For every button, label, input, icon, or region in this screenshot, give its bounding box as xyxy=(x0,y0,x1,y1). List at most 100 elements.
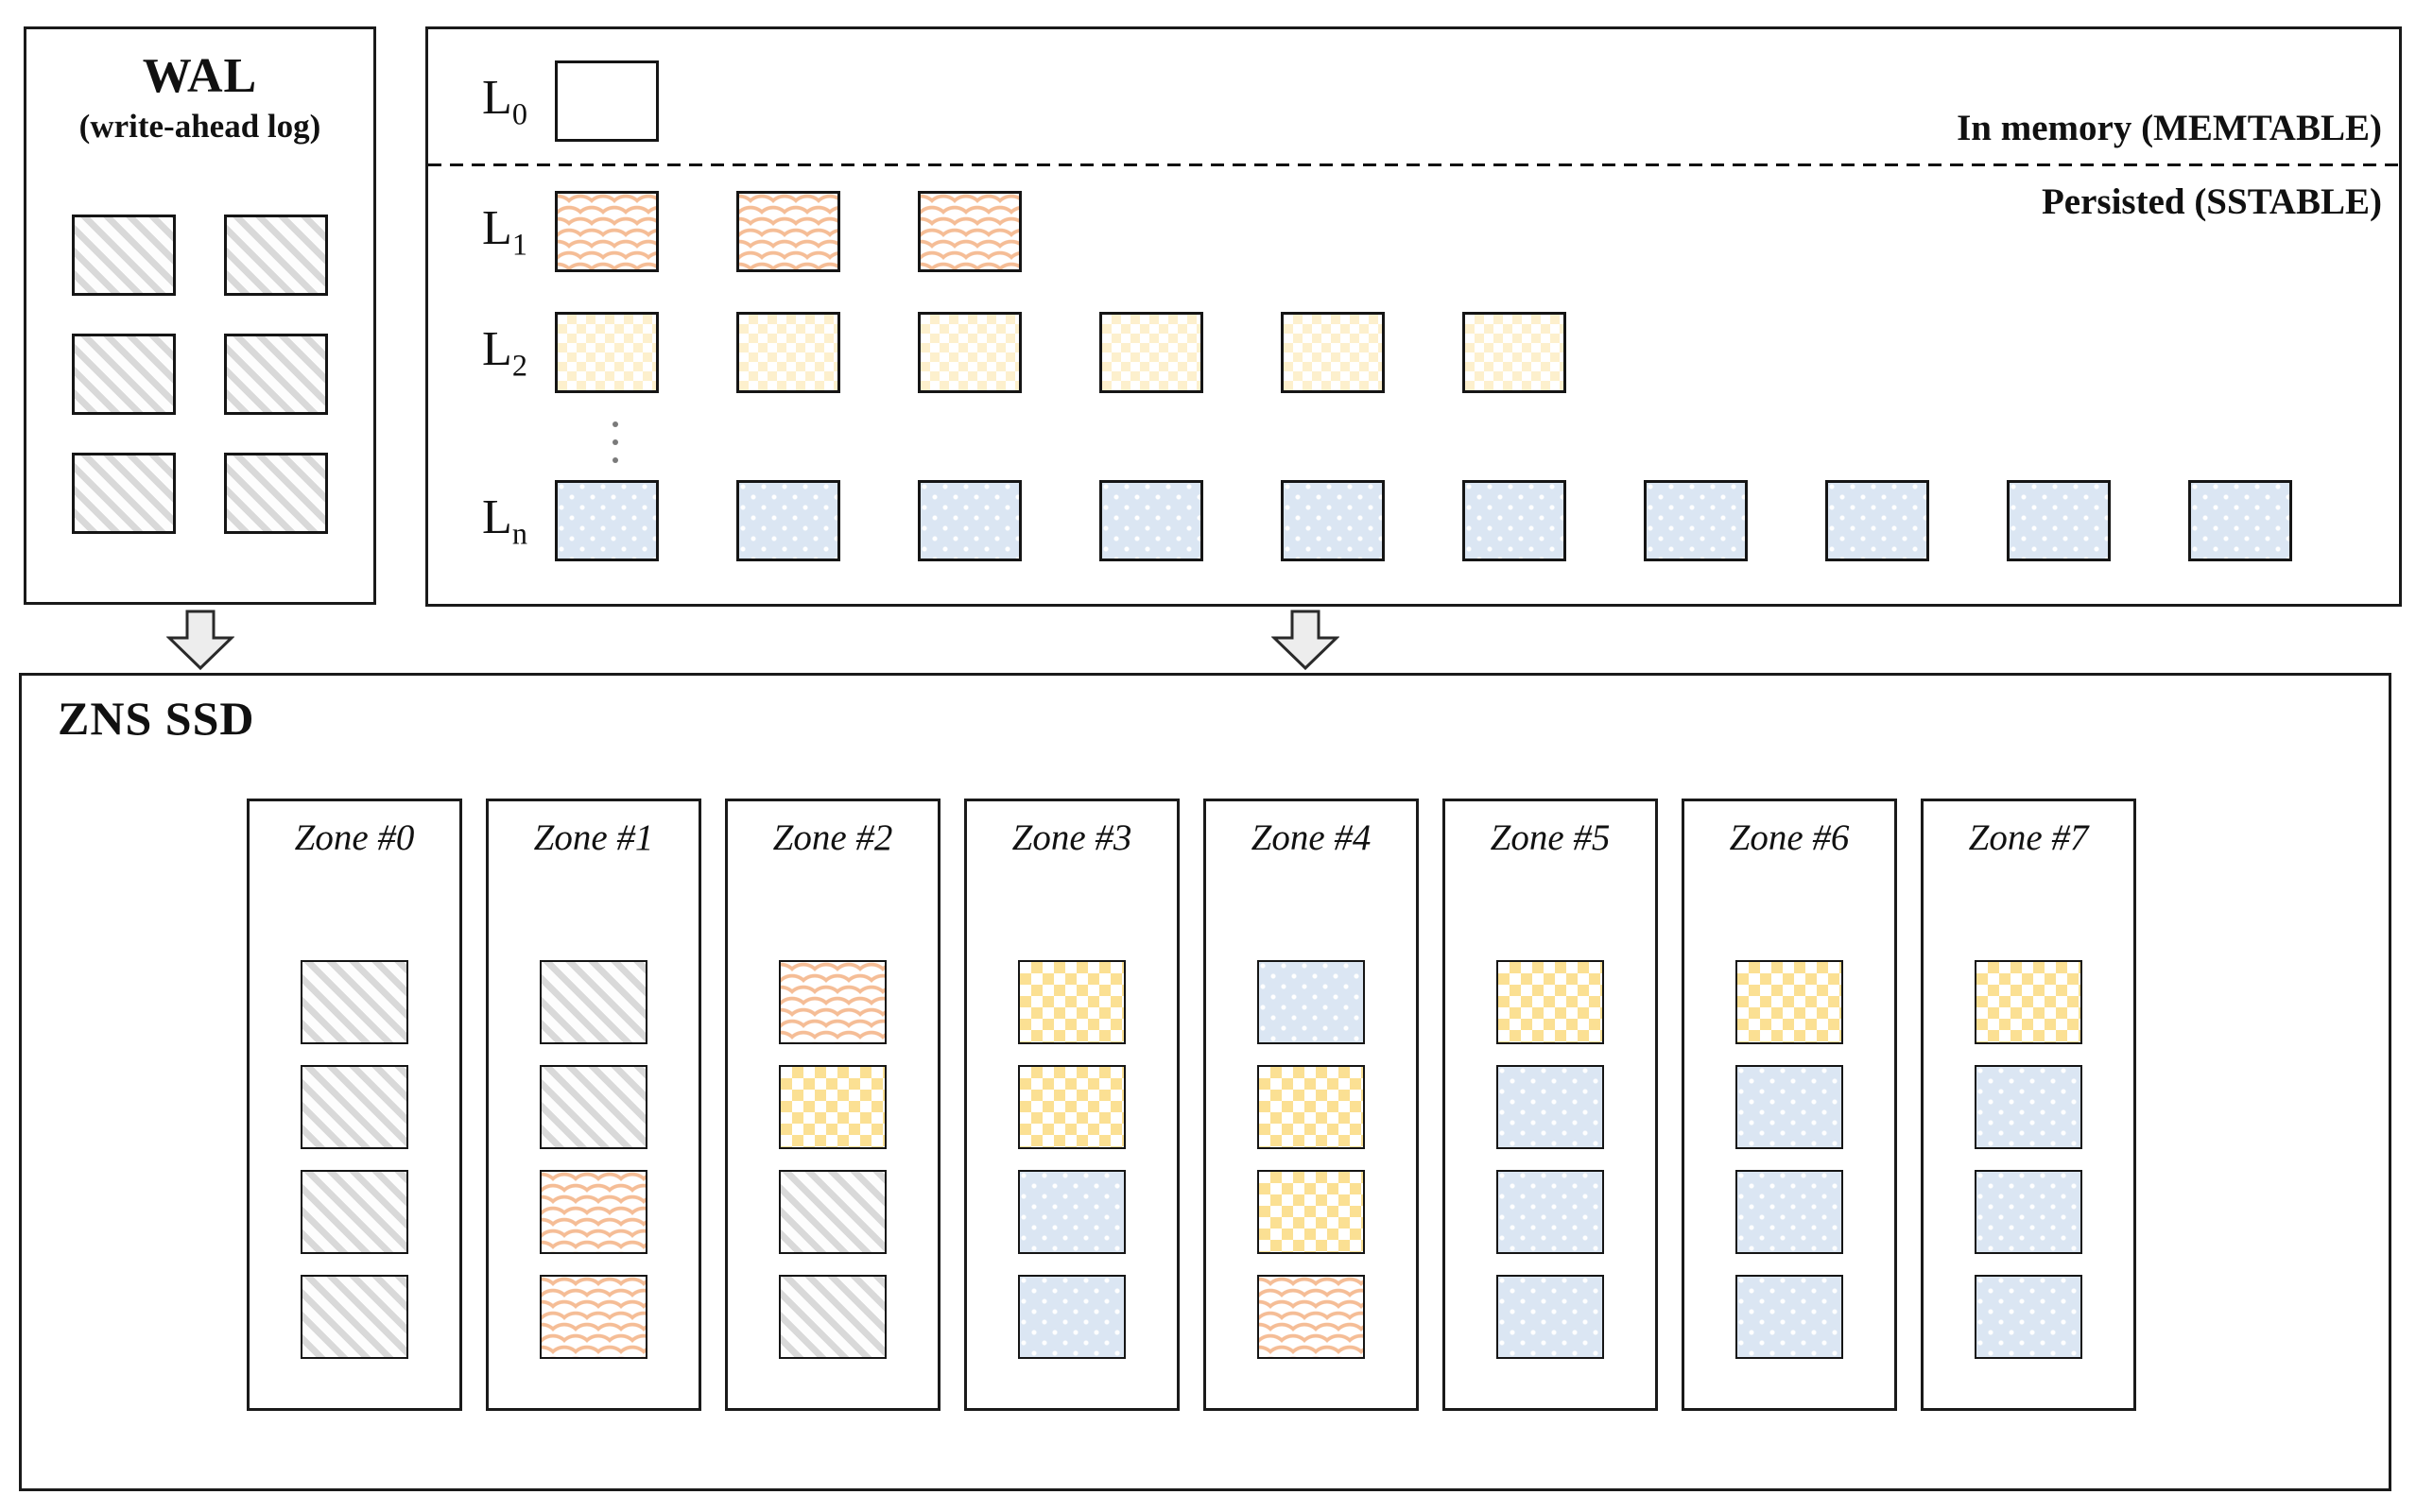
zone-block xyxy=(1018,1170,1126,1254)
zone-block xyxy=(1975,1170,2082,1254)
zone-column: Zone #7 xyxy=(1921,799,2136,1411)
sstable-block xyxy=(1462,312,1566,393)
zone-block xyxy=(1018,1065,1126,1149)
zone-block xyxy=(301,1170,408,1254)
zone-block xyxy=(1735,1065,1843,1149)
wal-log-block xyxy=(72,215,176,296)
memory-persisted-divider xyxy=(428,163,2399,166)
level-label: Ln xyxy=(482,490,527,551)
level-sstables xyxy=(555,480,2292,561)
zone-block xyxy=(1975,960,2082,1044)
zone-block xyxy=(540,1275,647,1359)
zone-block xyxy=(1735,960,1843,1044)
zone-title: Zone #7 xyxy=(1968,817,2089,858)
zone-block xyxy=(779,960,887,1044)
wal-to-zns-arrow-icon xyxy=(166,610,234,671)
sstable-block xyxy=(2007,480,2111,561)
zones-container: Zone #0 Zone #1 Zone #2 Zone #3 Zone #4 Zone … xyxy=(247,799,2136,1411)
zone-block xyxy=(1496,960,1604,1044)
zone-title: Zone #0 xyxy=(294,817,415,858)
zone-block xyxy=(301,1065,408,1149)
zone-block xyxy=(1496,1065,1604,1149)
sstable-block xyxy=(918,191,1022,272)
zone-blocks xyxy=(1924,960,2133,1359)
in-memory-label: In memory (MEMTABLE) xyxy=(1957,108,2382,148)
sstable-block xyxy=(736,312,840,393)
wal-log-block xyxy=(72,334,176,415)
zone-column: Zone #6 xyxy=(1682,799,1897,1411)
zone-block xyxy=(1975,1275,2082,1359)
zone-block xyxy=(1257,1065,1365,1149)
sstable-block xyxy=(1281,312,1385,393)
zns-ssd-title: ZNS SSD xyxy=(58,692,255,745)
wal-box: WAL (write-ahead log) xyxy=(24,26,376,605)
wal-log-block xyxy=(72,453,176,534)
wal-subtitle: (write-ahead log) xyxy=(78,108,321,145)
level-label: L0 xyxy=(482,71,527,131)
zone-block xyxy=(779,1275,887,1359)
zone-block xyxy=(301,1275,408,1359)
sstable-block xyxy=(1099,480,1203,561)
zone-block xyxy=(1975,1065,2082,1149)
zone-block xyxy=(1496,1170,1604,1254)
level-label: L2 xyxy=(482,322,527,383)
zone-block xyxy=(301,960,408,1044)
zone-blocks xyxy=(250,960,459,1359)
sstable-block xyxy=(1281,480,1385,561)
zone-block xyxy=(1496,1275,1604,1359)
zone-blocks xyxy=(1206,960,1416,1359)
sstable-block xyxy=(555,60,659,142)
wal-log-block xyxy=(224,334,328,415)
wal-blocks xyxy=(26,215,373,534)
zone-title: Zone #2 xyxy=(772,817,893,858)
zone-column: Zone #3 xyxy=(964,799,1180,1411)
persisted-label: Persisted (SSTABLE) xyxy=(2041,181,2382,222)
sstable-block xyxy=(2188,480,2292,561)
zone-title: Zone #6 xyxy=(1729,817,1850,858)
sstable-block xyxy=(1644,480,1748,561)
zone-block xyxy=(540,1065,647,1149)
level-label: L1 xyxy=(482,201,527,262)
zone-blocks xyxy=(728,960,938,1359)
zone-block xyxy=(1735,1170,1843,1254)
level-sstables xyxy=(555,312,1566,393)
zone-column: Zone #4 xyxy=(1203,799,1419,1411)
sstable-block xyxy=(918,312,1022,393)
zone-title: Zone #4 xyxy=(1251,817,1372,858)
sstable-block xyxy=(1462,480,1566,561)
wal-log-block xyxy=(224,453,328,534)
lsm-tree-box: In memory (MEMTABLE) Persisted (SSTABLE)… xyxy=(425,26,2402,607)
zone-column: Zone #0 xyxy=(247,799,462,1411)
zone-title: Zone #5 xyxy=(1490,817,1611,858)
zone-column: Zone #1 xyxy=(486,799,701,1411)
zone-title: Zone #1 xyxy=(533,817,654,858)
zone-block xyxy=(1257,1275,1365,1359)
sstable-block xyxy=(555,480,659,561)
sstable-block xyxy=(736,191,840,272)
zone-block xyxy=(1018,1275,1126,1359)
zone-block xyxy=(1735,1275,1843,1359)
zone-blocks xyxy=(967,960,1177,1359)
sstable-block xyxy=(555,191,659,272)
wal-log-block xyxy=(224,215,328,296)
zone-block xyxy=(540,1170,647,1254)
zone-block xyxy=(1257,960,1365,1044)
zone-block xyxy=(540,960,647,1044)
level-sstables xyxy=(555,60,659,142)
sstable-block xyxy=(555,312,659,393)
wal-title: WAL xyxy=(142,49,258,103)
zone-column: Zone #5 xyxy=(1442,799,1658,1411)
sstable-block xyxy=(736,480,840,561)
zone-block xyxy=(779,1170,887,1254)
zone-blocks xyxy=(489,960,699,1359)
zone-blocks xyxy=(1445,960,1655,1359)
zone-column: Zone #2 xyxy=(725,799,941,1411)
sstable-block xyxy=(918,480,1022,561)
sstable-block xyxy=(1099,312,1203,393)
zone-title: Zone #3 xyxy=(1011,817,1132,858)
zone-blocks xyxy=(1684,960,1894,1359)
level-sstables xyxy=(555,191,1022,272)
zone-block xyxy=(779,1065,887,1149)
lsm-to-zns-arrow-icon xyxy=(1271,610,1339,671)
